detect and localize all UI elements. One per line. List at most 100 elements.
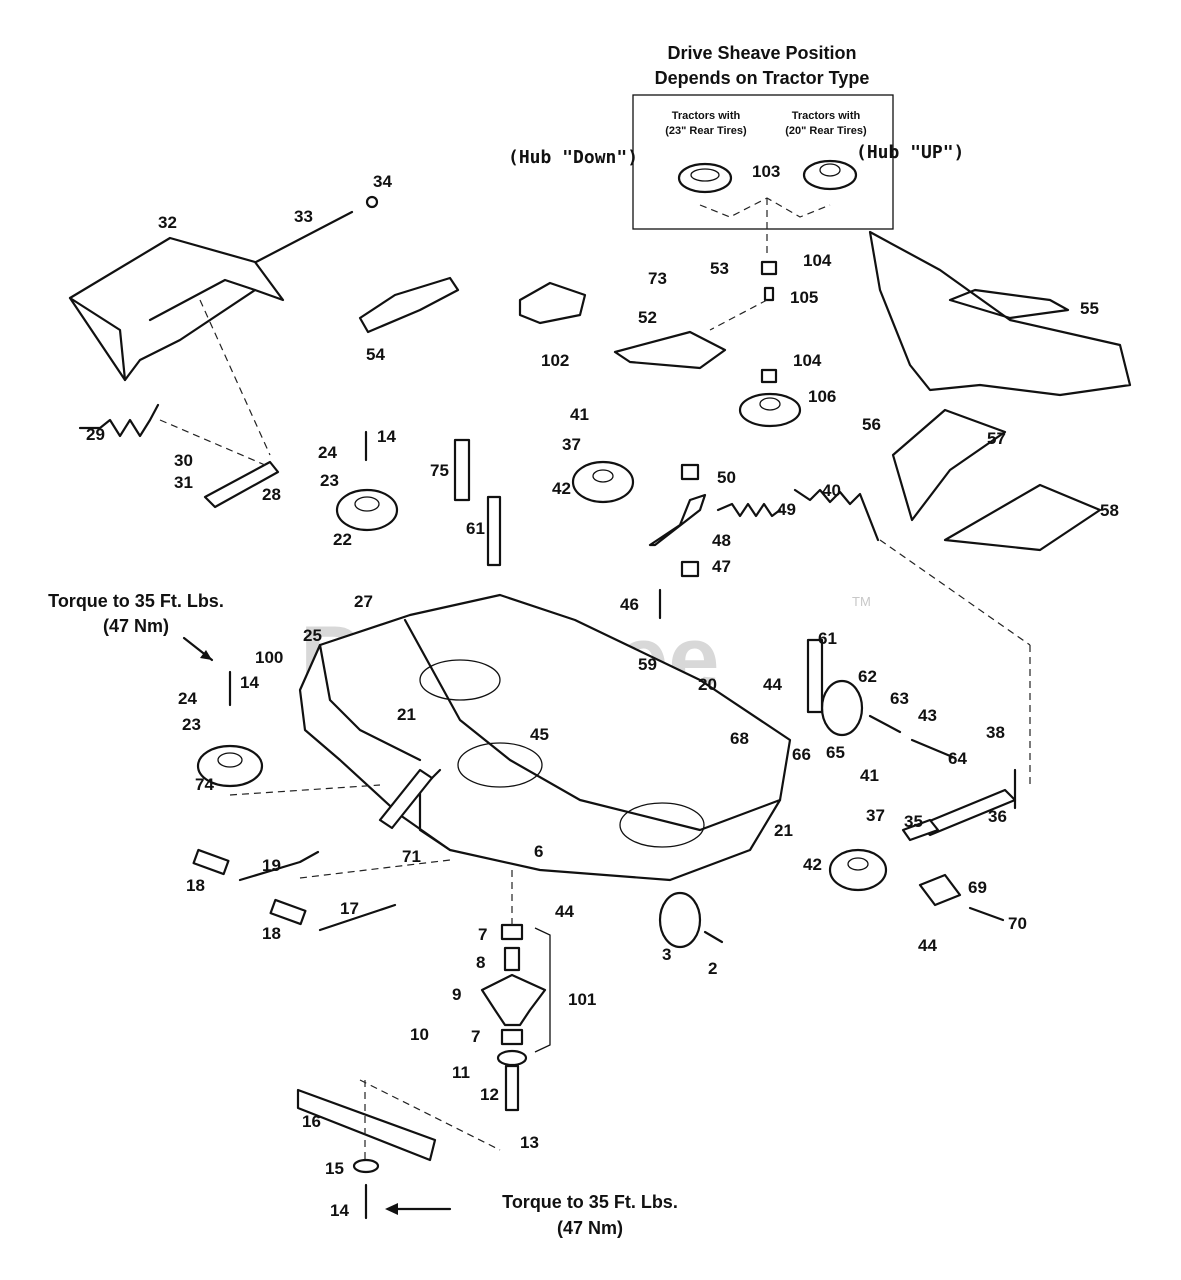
callout-45: 45 bbox=[530, 725, 549, 744]
sheave-hub-down-shape bbox=[677, 162, 733, 194]
left-option-line1: Tractors with bbox=[672, 110, 741, 122]
callout-11: 11 bbox=[452, 1063, 470, 1082]
header-box bbox=[632, 94, 894, 230]
callout-100: 100 bbox=[255, 648, 283, 667]
callout-62: 62 bbox=[858, 667, 877, 686]
callout-61: 61 bbox=[466, 519, 485, 538]
callout-3: 3 bbox=[662, 945, 671, 964]
callout-20: 20 bbox=[698, 675, 717, 694]
callout-28: 28 bbox=[262, 485, 281, 504]
callout-64: 64 bbox=[948, 749, 967, 768]
callout-58: 58 bbox=[1100, 501, 1119, 520]
callout-56: 56 bbox=[862, 415, 881, 434]
callout-14-bottom: 14 bbox=[330, 1201, 349, 1220]
callout-103: 103 bbox=[752, 162, 780, 181]
callout-42: 42 bbox=[552, 479, 571, 498]
callout-37-right: 37 bbox=[866, 806, 885, 825]
callout-61-right: 61 bbox=[818, 629, 837, 648]
callout-37: 37 bbox=[562, 435, 581, 454]
callout-15: 15 bbox=[325, 1159, 344, 1178]
torque-note-bottom-line2: (47 Nm) bbox=[557, 1218, 623, 1238]
callout-18-upper: 18 bbox=[186, 876, 205, 895]
callout-17: 17 bbox=[340, 899, 359, 918]
callout-24-left: 24 bbox=[178, 689, 197, 708]
callout-50: 50 bbox=[717, 468, 736, 487]
torque-note-bottom-line1: Torque to 35 Ft. Lbs. bbox=[502, 1192, 678, 1212]
callout-53: 53 bbox=[710, 259, 729, 278]
callout-47: 47 bbox=[712, 557, 731, 576]
torque-note-left-line2: (47 Nm) bbox=[103, 616, 169, 636]
callout-13: 13 bbox=[520, 1133, 539, 1152]
callout-23: 23 bbox=[320, 471, 339, 490]
callout-69: 69 bbox=[968, 878, 987, 897]
callout-101: 101 bbox=[568, 990, 596, 1009]
callout-24: 24 bbox=[318, 443, 337, 462]
callout-25: 25 bbox=[303, 626, 322, 645]
callout-2: 2 bbox=[708, 959, 717, 978]
callout-18-lower: 18 bbox=[262, 924, 281, 943]
hub-up-label: (Hub "UP") bbox=[856, 142, 964, 163]
callout-31: 31 bbox=[174, 473, 193, 492]
left-option-line2: (23" Rear Tires) bbox=[665, 125, 747, 137]
header-title-line1: Drive Sheave Position bbox=[667, 43, 856, 63]
right-option-line2: (20" Rear Tires) bbox=[785, 125, 867, 137]
callout-54: 54 bbox=[366, 345, 385, 364]
sheave-hub-up-shape bbox=[802, 159, 858, 191]
callout-70: 70 bbox=[1008, 914, 1027, 933]
deck-assembly-drawing bbox=[68, 195, 1132, 1220]
callout-43: 43 bbox=[918, 706, 937, 725]
callout-104-mid: 104 bbox=[793, 351, 822, 370]
callout-44-right: 44 bbox=[763, 675, 782, 694]
callout-21-left: 21 bbox=[397, 705, 416, 724]
callout-38: 38 bbox=[986, 723, 1005, 742]
callout-68: 68 bbox=[730, 729, 749, 748]
callout-41: 41 bbox=[570, 405, 589, 424]
callout-42-lower: 42 bbox=[803, 855, 822, 874]
callout-44-mid: 44 bbox=[555, 902, 574, 921]
torque-note-left-line1: Torque to 35 Ft. Lbs. bbox=[48, 591, 224, 611]
callout-35: 35 bbox=[904, 812, 923, 831]
callout-74: 74 bbox=[195, 775, 214, 794]
callout-21-right: 21 bbox=[774, 821, 793, 840]
callout-41-right: 41 bbox=[860, 766, 879, 785]
callout-105: 105 bbox=[790, 288, 818, 307]
callout-106: 106 bbox=[808, 387, 836, 406]
callout-6: 6 bbox=[534, 842, 543, 861]
callout-71: 71 bbox=[402, 847, 421, 866]
drive-sheave-header: Drive Sheave Position Depends on Tractor… bbox=[508, 43, 964, 258]
callout-labels: 34 32 33 54 29 30 31 28 24 14 23 22 75 6… bbox=[86, 162, 1119, 1220]
callout-16: 16 bbox=[302, 1112, 321, 1131]
callout-7-upper: 7 bbox=[478, 925, 487, 944]
callout-12: 12 bbox=[480, 1085, 499, 1104]
callout-66: 66 bbox=[792, 745, 811, 764]
callout-19: 19 bbox=[262, 856, 281, 875]
callout-73: 73 bbox=[648, 269, 667, 288]
callout-102: 102 bbox=[541, 351, 569, 370]
callout-65: 65 bbox=[826, 743, 845, 762]
hub-down-label: (Hub "Down") bbox=[508, 147, 638, 168]
callout-52: 52 bbox=[638, 308, 657, 327]
callout-48: 48 bbox=[712, 531, 731, 550]
callout-9: 9 bbox=[452, 985, 461, 1004]
callout-46: 46 bbox=[620, 595, 639, 614]
callout-57: 57 bbox=[987, 429, 1006, 448]
callout-63: 63 bbox=[890, 689, 909, 708]
callout-8: 8 bbox=[476, 953, 485, 972]
callout-10: 10 bbox=[410, 1025, 429, 1044]
callout-14-left: 14 bbox=[240, 673, 259, 692]
header-title-line2: Depends on Tractor Type bbox=[655, 68, 870, 88]
right-option-line1: Tractors with bbox=[792, 110, 861, 122]
callout-14: 14 bbox=[377, 427, 396, 446]
callout-27: 27 bbox=[354, 592, 373, 611]
callout-36: 36 bbox=[988, 807, 1007, 826]
callout-34: 34 bbox=[373, 172, 392, 191]
callout-104-top: 104 bbox=[803, 251, 832, 270]
callout-22: 22 bbox=[333, 530, 352, 549]
callout-29: 29 bbox=[86, 425, 105, 444]
callout-40: 40 bbox=[822, 481, 841, 500]
callout-49: 49 bbox=[777, 500, 796, 519]
callout-7-lower: 7 bbox=[471, 1027, 480, 1046]
callout-32: 32 bbox=[158, 213, 177, 232]
callout-55: 55 bbox=[1080, 299, 1099, 318]
